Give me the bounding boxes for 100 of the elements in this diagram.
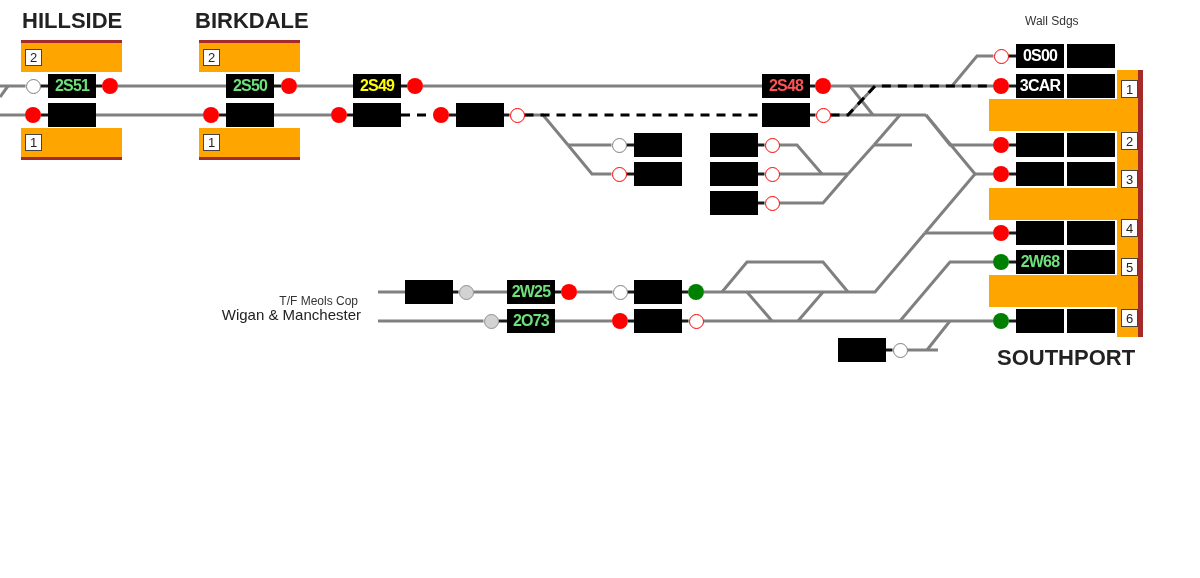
platform-number: 1 xyxy=(25,134,42,151)
signal-icon xyxy=(281,78,297,94)
track-line xyxy=(925,231,993,235)
platform-number: 2 xyxy=(25,49,42,66)
track-line xyxy=(950,319,993,323)
location-label: Wall Sdgs xyxy=(1025,14,1079,29)
platform-number: 2 xyxy=(1121,132,1138,150)
berth: 2S49 xyxy=(353,74,401,98)
platform xyxy=(21,40,122,72)
track-line xyxy=(378,319,484,323)
berth xyxy=(1067,162,1115,186)
berth: 2W25 xyxy=(507,280,555,304)
track-line xyxy=(722,290,747,294)
track-line xyxy=(923,173,977,234)
berth xyxy=(1067,44,1115,68)
track-line xyxy=(703,319,772,323)
track-line xyxy=(907,348,927,352)
berth xyxy=(1016,133,1064,157)
berth xyxy=(1016,162,1064,186)
berth xyxy=(48,103,96,127)
track-line xyxy=(822,172,848,176)
berth: 2S50 xyxy=(226,74,274,98)
berth xyxy=(710,133,758,157)
signal-link xyxy=(96,84,102,88)
signal-link xyxy=(626,143,634,147)
signal-link xyxy=(1009,84,1016,88)
track-line xyxy=(704,290,722,294)
berth xyxy=(1067,250,1115,274)
track-line xyxy=(779,172,822,176)
platform-number: 4 xyxy=(1121,219,1138,237)
station-name: SOUTHPORT xyxy=(997,344,1136,372)
signal-link xyxy=(219,113,226,117)
signal-link xyxy=(886,348,893,352)
track-line xyxy=(831,84,850,88)
berth xyxy=(1016,221,1064,245)
track-line xyxy=(848,113,873,117)
berth xyxy=(1067,74,1115,98)
platform xyxy=(199,40,300,72)
platform-number: 1 xyxy=(203,134,220,151)
track-line xyxy=(779,173,850,205)
track-line xyxy=(772,319,798,323)
berth xyxy=(226,103,274,127)
signal-icon xyxy=(203,107,219,123)
track-line xyxy=(577,290,613,294)
track-line xyxy=(8,84,26,88)
signal-icon xyxy=(483,313,499,329)
track-line xyxy=(118,84,226,88)
track-line xyxy=(900,113,926,117)
signal-link xyxy=(453,290,459,294)
track-line xyxy=(850,84,875,88)
signal-link xyxy=(555,290,561,294)
signal-icon xyxy=(25,107,41,123)
signal-link xyxy=(498,319,507,323)
signal-link xyxy=(758,143,765,147)
berth xyxy=(762,103,810,127)
platform xyxy=(21,128,122,160)
signal-link xyxy=(1009,319,1016,323)
signal-icon xyxy=(815,78,831,94)
signal-link xyxy=(41,113,48,117)
berth xyxy=(353,103,401,127)
location-label: T/F Meols Cop xyxy=(279,294,358,309)
signal-link xyxy=(274,84,281,88)
platform-number: 1 xyxy=(1121,80,1138,98)
signal-link xyxy=(1009,143,1016,147)
signal-icon xyxy=(993,254,1009,270)
track-line xyxy=(297,84,353,88)
berth: 2S48 xyxy=(762,74,810,98)
track-line xyxy=(0,84,8,88)
signal-icon xyxy=(993,137,1009,153)
berth xyxy=(634,162,682,186)
signal-link xyxy=(627,290,634,294)
berth xyxy=(634,309,682,333)
track-line xyxy=(823,290,848,294)
berth: 0S00 xyxy=(1016,44,1064,68)
berth xyxy=(1067,221,1115,245)
signal-link xyxy=(40,84,48,88)
berth: 2W68 xyxy=(1016,250,1064,274)
track-line xyxy=(96,113,203,117)
platform xyxy=(199,128,300,160)
track-line xyxy=(747,290,823,294)
signal-icon xyxy=(407,78,423,94)
signal-icon xyxy=(993,166,1009,182)
signal-icon xyxy=(331,107,347,123)
track-line xyxy=(925,320,952,351)
track-line xyxy=(779,143,824,175)
station-name: BIRKDALE xyxy=(195,7,309,35)
track-line xyxy=(745,291,774,322)
signal-link xyxy=(1009,172,1016,176)
signal-link xyxy=(1009,231,1016,235)
berth: 2S51 xyxy=(48,74,96,98)
track-line xyxy=(423,84,762,88)
track-line xyxy=(274,113,331,117)
berth xyxy=(1067,309,1115,333)
berth xyxy=(634,280,682,304)
signal-icon xyxy=(561,284,577,300)
track-line xyxy=(796,291,825,322)
signal-link xyxy=(1009,260,1016,264)
station-name: HILLSIDE xyxy=(22,7,123,35)
platform-number: 2 xyxy=(203,49,220,66)
signal-icon xyxy=(612,313,628,329)
